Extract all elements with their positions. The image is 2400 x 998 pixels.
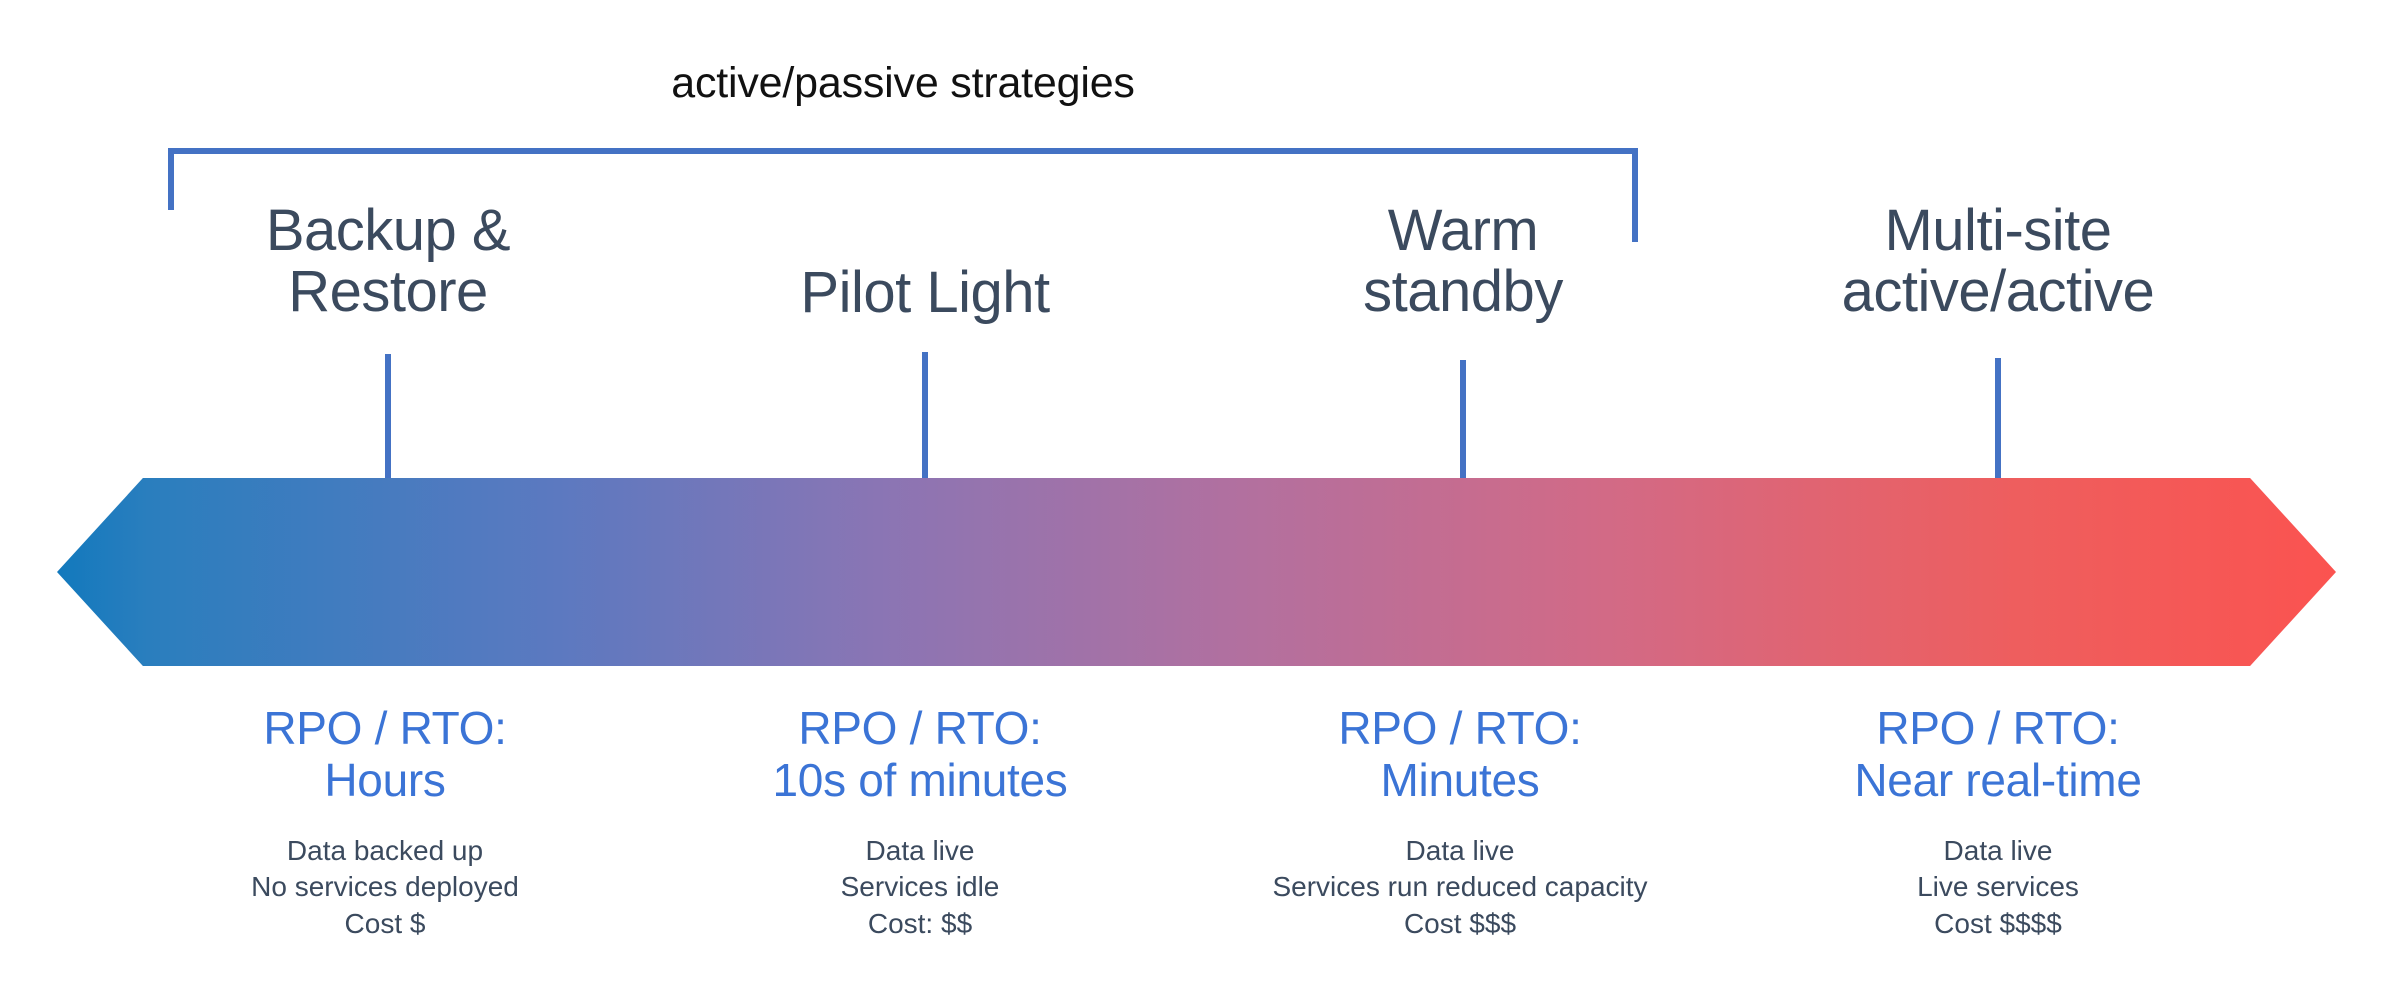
rpo-rto-label: RPO / RTO: — [1876, 702, 2120, 754]
note-line: Data live — [1405, 834, 1515, 866]
column-pilot-light: RPO / RTO: 10s of minutes Data live Serv… — [680, 702, 1160, 942]
notes-warm-standby: Data live Services run reduced capacity … — [1220, 833, 1700, 942]
strategy-title-multi-site-active-active: Multi-site active/active — [1738, 200, 2258, 323]
rpo-rto-pilot-light: RPO / RTO: 10s of minutes — [680, 702, 1160, 807]
column-backup-and-restore: RPO / RTO: Hours Data backed up No servi… — [145, 702, 625, 942]
note-line: Data live — [865, 834, 975, 866]
strategy-title-line: standby — [1363, 259, 1563, 325]
note-line-cost: Cost $$$$ — [1934, 907, 2062, 939]
rpo-rto-multi-site-active-active: RPO / RTO: Near real-time — [1758, 702, 2238, 807]
connector-line-backup-and-restore — [385, 354, 391, 589]
bracket-caption: active/passive strategies — [671, 59, 1135, 107]
strategy-title-line: Warm — [1387, 198, 1539, 263]
note-line: No services deployed — [251, 871, 519, 903]
note-line-cost: Cost $ — [344, 907, 426, 939]
rpo-rto-value: 10s of minutes — [772, 754, 1068, 807]
strategy-title-line: active/active — [1841, 259, 2155, 325]
rpo-rto-label: RPO / RTO: — [1338, 702, 1582, 754]
note-line-cost: Cost: $$ — [867, 907, 973, 939]
strategy-title-line: Restore — [288, 259, 488, 325]
rpo-rto-value: Near real-time — [1854, 754, 2142, 807]
notes-multi-site-active-active: Data live Live services Cost $$$$ — [1758, 833, 2238, 942]
strategy-title-line: Pilot Light — [800, 260, 1050, 325]
rpo-rto-label: RPO / RTO: — [263, 702, 507, 754]
strategy-title-line: Multi-site — [1884, 198, 2112, 263]
note-line: Data backed up — [286, 834, 484, 866]
note-line: Data live — [1943, 834, 2053, 866]
rpo-rto-label: RPO / RTO: — [798, 702, 1042, 754]
note-line-cost: Cost $$$ — [1403, 907, 1517, 939]
cost-recovery-spectrum-bar — [57, 478, 2336, 666]
rpo-rto-warm-standby: RPO / RTO: Minutes — [1220, 702, 1700, 807]
rpo-rto-value: Minutes — [1380, 754, 1540, 807]
rpo-rto-value: Hours — [324, 754, 446, 807]
strategy-title-line: Backup & — [265, 198, 511, 263]
note-line: Live services — [1917, 871, 2079, 903]
notes-pilot-light: Data live Services idle Cost: $$ — [680, 833, 1160, 942]
strategy-title-backup-and-restore: Backup & Restore — [148, 200, 628, 323]
strategy-title-pilot-light: Pilot Light — [685, 260, 1165, 325]
bracket-top-rule — [168, 148, 1638, 154]
notes-backup-and-restore: Data backed up No services deployed Cost… — [145, 833, 625, 942]
column-warm-standby: RPO / RTO: Minutes Data live Services ru… — [1220, 702, 1700, 942]
note-line: Services run reduced capacity — [1272, 871, 1648, 903]
note-line: Services idle — [840, 871, 1000, 903]
column-multi-site-active-active: RPO / RTO: Near real-time Data live Live… — [1758, 702, 2238, 942]
rpo-rto-backup-and-restore: RPO / RTO: Hours — [145, 702, 625, 807]
strategy-title-warm-standby: Warm standby — [1223, 200, 1703, 323]
